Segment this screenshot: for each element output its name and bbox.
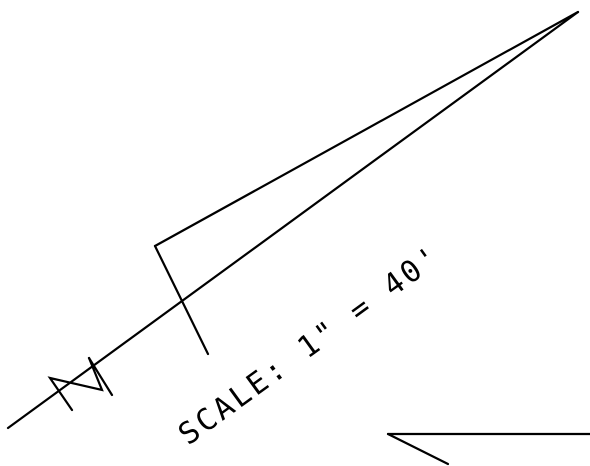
north-arrow-shaft — [6, 10, 580, 430]
north-symbol-icon — [47, 356, 114, 412]
direction-arrow-icon — [386, 432, 590, 466]
north-arrow-barb — [153, 244, 210, 356]
north-arrow-upper-edge — [153, 10, 580, 248]
scale-label: SCALE: 1" = 40' — [172, 238, 448, 452]
